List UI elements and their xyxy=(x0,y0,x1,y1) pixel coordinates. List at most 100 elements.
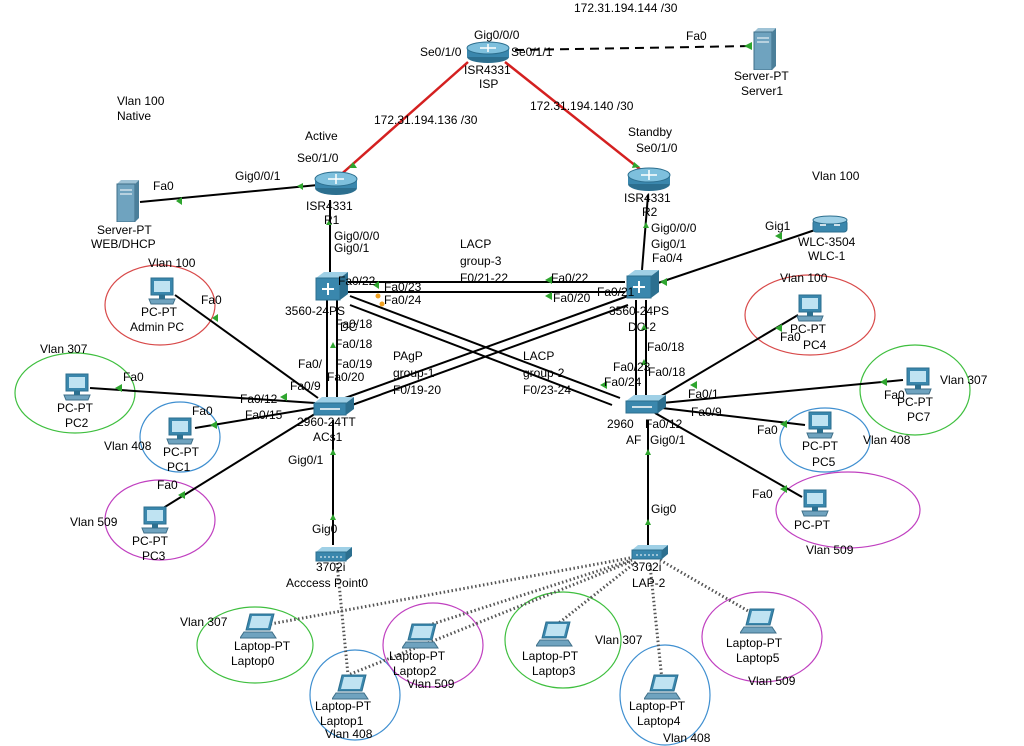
device-model-dc1: 3560-24PS xyxy=(285,304,346,318)
multilayer-switch-icon-dc2[interactable] xyxy=(625,268,661,300)
port-isp-gig: Gig0/0/0 xyxy=(474,28,520,42)
note-pagp-group: group-1 xyxy=(393,366,435,380)
device-model-r2: ISR4331 xyxy=(624,191,671,205)
access-point-icon-ap0[interactable] xyxy=(314,545,354,563)
port-markers-blocked xyxy=(375,293,385,307)
port-pc6-fa0: Fa0 xyxy=(752,487,773,501)
router-icon-r2[interactable] xyxy=(626,166,672,192)
vlan509-zone-pc6 xyxy=(775,471,921,549)
device-model-acs2: 2960 xyxy=(607,417,634,431)
pc-icon-pc3[interactable] xyxy=(140,505,170,535)
link-acs2-pc4 xyxy=(657,314,799,399)
device-name-admin-pc: Admin PC xyxy=(130,320,185,334)
device-name-pc2: PC2 xyxy=(65,416,89,430)
port-pc3-fa0: Fa0 xyxy=(157,478,178,492)
port-marker xyxy=(775,324,782,332)
server-icon-web-dhcp[interactable] xyxy=(115,180,141,222)
port-r1-se: Se0/1/0 xyxy=(297,151,339,165)
laptop-icon-laptop4[interactable] xyxy=(644,673,684,701)
port-r1-gig0: Gig0/0/0 xyxy=(334,229,380,243)
port-acs1-fa20: Fa0/20 xyxy=(327,370,365,384)
port-dc1-fa18: Fa0/18 xyxy=(335,317,373,331)
laptop-icon-laptop2[interactable] xyxy=(402,622,442,650)
port-marker xyxy=(326,220,332,225)
wireless-controller-icon-wlc[interactable] xyxy=(812,214,850,234)
access-point-icon-lap2[interactable] xyxy=(630,543,670,561)
port-lap2-gig0: Gig0 xyxy=(651,502,677,516)
port-dc1-fa24: Fa0/24 xyxy=(384,293,422,307)
vlan509-zone-laptop5 xyxy=(701,591,823,683)
link-wlc-dc2 xyxy=(651,229,816,286)
pc-icon-admin[interactable] xyxy=(147,276,177,306)
laptop-icon-laptop3[interactable] xyxy=(536,620,576,648)
port-acs1-fa9: Fa0/9 xyxy=(290,379,321,393)
port-marker xyxy=(775,232,782,240)
note-lacp3-title: LACP xyxy=(460,237,492,251)
vlan307-zone-laptop3 xyxy=(504,591,622,689)
vlan-label-pc2: Vlan 307 xyxy=(40,342,88,356)
port-marker xyxy=(176,197,182,205)
vlan-label-pc4: Vlan 100 xyxy=(780,271,828,285)
port-marker xyxy=(645,519,651,525)
device-name-laptop1: Laptop1 xyxy=(320,714,364,728)
device-model-laptop4: Laptop-PT xyxy=(629,699,686,713)
pc-icon-pc7[interactable] xyxy=(903,366,933,396)
router-icon-r1[interactable] xyxy=(313,170,359,196)
vlan-label-laptop5: Vlan 509 xyxy=(748,674,796,688)
port-marker xyxy=(780,485,787,493)
port-dc2-fa4: Fa0/4 xyxy=(652,251,683,265)
pc-icon-pc6[interactable] xyxy=(800,488,830,518)
port-marker xyxy=(641,324,647,330)
laptop-icon-laptop5[interactable] xyxy=(740,607,780,635)
port-marker xyxy=(297,183,303,190)
pc-icon-pc4[interactable] xyxy=(795,293,825,323)
port-marker xyxy=(545,292,552,300)
device-model-web-dhcp: Server-PT xyxy=(97,223,152,237)
port-acs1-fa-top: Fa0/ xyxy=(298,357,323,371)
wifi-lap2-laptop2 xyxy=(419,558,633,630)
device-model-laptop1: Laptop-PT xyxy=(315,699,372,713)
device-name-laptop2: Laptop2 xyxy=(393,664,437,678)
note-pagp-title: PAgP xyxy=(393,349,423,363)
device-name-laptop3: Laptop3 xyxy=(532,664,576,678)
port-marker xyxy=(660,278,667,286)
multilayer-switch-icon-dc1[interactable] xyxy=(314,270,350,302)
vlan408-zone-laptop1 xyxy=(309,649,401,741)
port-acs2-fa9: Fa0/9 xyxy=(691,405,722,419)
port-server1-fa0: Fa0 xyxy=(686,29,707,43)
port-marker xyxy=(600,381,607,389)
port-dc2-fa20: Fa0/20 xyxy=(553,291,591,305)
switch-icon-acs2[interactable] xyxy=(624,393,668,415)
pc-icon-pc2[interactable] xyxy=(62,372,92,402)
port-marker xyxy=(641,359,647,365)
device-model-wlc: WLC-3504 xyxy=(798,235,856,249)
router-icon-isp[interactable] xyxy=(465,40,511,64)
device-name-laptop5: Laptop5 xyxy=(736,651,780,665)
port-acs1-gig01: Gig0/1 xyxy=(288,453,324,467)
vlan-label-pc5: Vlan 408 xyxy=(863,433,911,447)
vlan307-zone-laptop0 xyxy=(196,606,314,684)
port-web-fa0: Fa0 xyxy=(153,179,174,193)
device-model-laptop5: Laptop-PT xyxy=(726,636,783,650)
device-model-pc6: PC-PT xyxy=(794,518,830,532)
device-model-pc5: PC-PT xyxy=(802,439,838,453)
vlan-label-laptop2: Vlan 509 xyxy=(407,677,455,691)
switch-icon-acs1[interactable] xyxy=(312,395,356,417)
laptop-icon-laptop0[interactable] xyxy=(240,612,280,640)
server-icon-server1[interactable] xyxy=(752,28,778,70)
port-dc1-fa23: Fa0/23 xyxy=(384,280,422,294)
port-acs2-fa23: Fa0/23 xyxy=(613,360,651,374)
vlan408-zone-laptop4 xyxy=(619,644,711,746)
link-dc2-acs1-a xyxy=(344,295,629,399)
port-dc1-fa22: Fa0/22 xyxy=(338,274,376,288)
port-ap0-gig0: Gig0 xyxy=(312,522,338,536)
pc-icon-pc1[interactable] xyxy=(165,416,195,446)
note-lacp3-group: group-3 xyxy=(460,254,502,268)
pc-icon-pc5[interactable] xyxy=(805,410,835,440)
port-markers xyxy=(115,42,887,525)
device-model-pc4: PC-PT xyxy=(790,322,826,336)
laptop-icon-laptop1[interactable] xyxy=(332,673,372,701)
port-acs2-fa12: Fa0/12 xyxy=(645,417,683,431)
device-model-laptop3: Laptop-PT xyxy=(522,649,579,663)
port-marker xyxy=(632,162,640,168)
